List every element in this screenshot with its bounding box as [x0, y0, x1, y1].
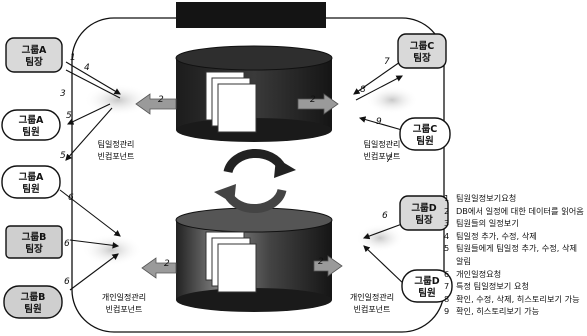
- actor-label: 그룹A: [22, 44, 47, 56]
- flow-1: 1: [70, 53, 76, 63]
- personal-right-label-1: 개인일정관리: [350, 292, 394, 302]
- flow-6a: 6: [68, 193, 74, 203]
- header-bar: [176, 2, 326, 28]
- actor-label: 그룹A: [19, 171, 44, 183]
- actor-label: 팀원: [22, 126, 39, 138]
- personal-left-label-1: 개인일정관리: [102, 292, 146, 302]
- actor-label: 팀원: [22, 183, 39, 195]
- actor-label: 팀장: [415, 214, 433, 226]
- actor-label: 팀원: [416, 135, 433, 147]
- actor-label: 팀원: [418, 287, 435, 299]
- team-left-label-2: 빈컴포넌트: [98, 152, 135, 161]
- personal-right-label-2: 빈컴포넌트: [354, 305, 391, 314]
- db-2c: 2: [164, 259, 170, 269]
- actor-label: 그룹C: [413, 123, 437, 135]
- db-2b: 2: [310, 95, 316, 105]
- actor-label: 그룹C: [410, 40, 434, 52]
- actor-label: 그룹B: [22, 231, 47, 243]
- flow-4: 4: [84, 63, 90, 73]
- blob-personal-right: [356, 224, 404, 252]
- team-right-label-1: 팀일정관리: [364, 139, 401, 149]
- sync-arrows-icon: [214, 153, 296, 208]
- flow-6c: 6: [64, 277, 70, 287]
- actor-label: 그룹B: [21, 291, 46, 303]
- actor-label: 팀장: [25, 56, 43, 68]
- flow-8: 8: [360, 85, 366, 95]
- flow-7b: 7: [386, 155, 392, 165]
- flow-9: 9: [376, 117, 382, 127]
- flow-6d: 6: [382, 211, 388, 221]
- flow-5b: 5: [60, 151, 66, 161]
- flow-6b: 6: [64, 239, 70, 249]
- actor-label: 팀장: [25, 243, 43, 255]
- actor-label: 팀원: [24, 303, 41, 315]
- team-database: [176, 46, 332, 142]
- personal-database: [176, 208, 332, 312]
- team-left-label-1: 팀일정관리: [98, 139, 135, 149]
- flow-5a: 5: [66, 111, 72, 121]
- flow-7a: 7: [384, 57, 390, 67]
- actor-label: 그룹D: [411, 202, 436, 214]
- actor-label: 그룹A: [19, 114, 44, 126]
- actor-label: 팀장: [413, 52, 431, 64]
- db-2a: 2: [158, 95, 164, 105]
- personal-left-label-2: 빈컴포넌트: [106, 305, 143, 314]
- actor-label: 그룹D: [414, 275, 439, 287]
- blob-personal-left: [82, 234, 142, 266]
- team-right-label-2: 빈컴포넌트: [364, 152, 401, 161]
- db-2d: 2: [318, 257, 324, 267]
- flow-3: 3: [60, 89, 66, 99]
